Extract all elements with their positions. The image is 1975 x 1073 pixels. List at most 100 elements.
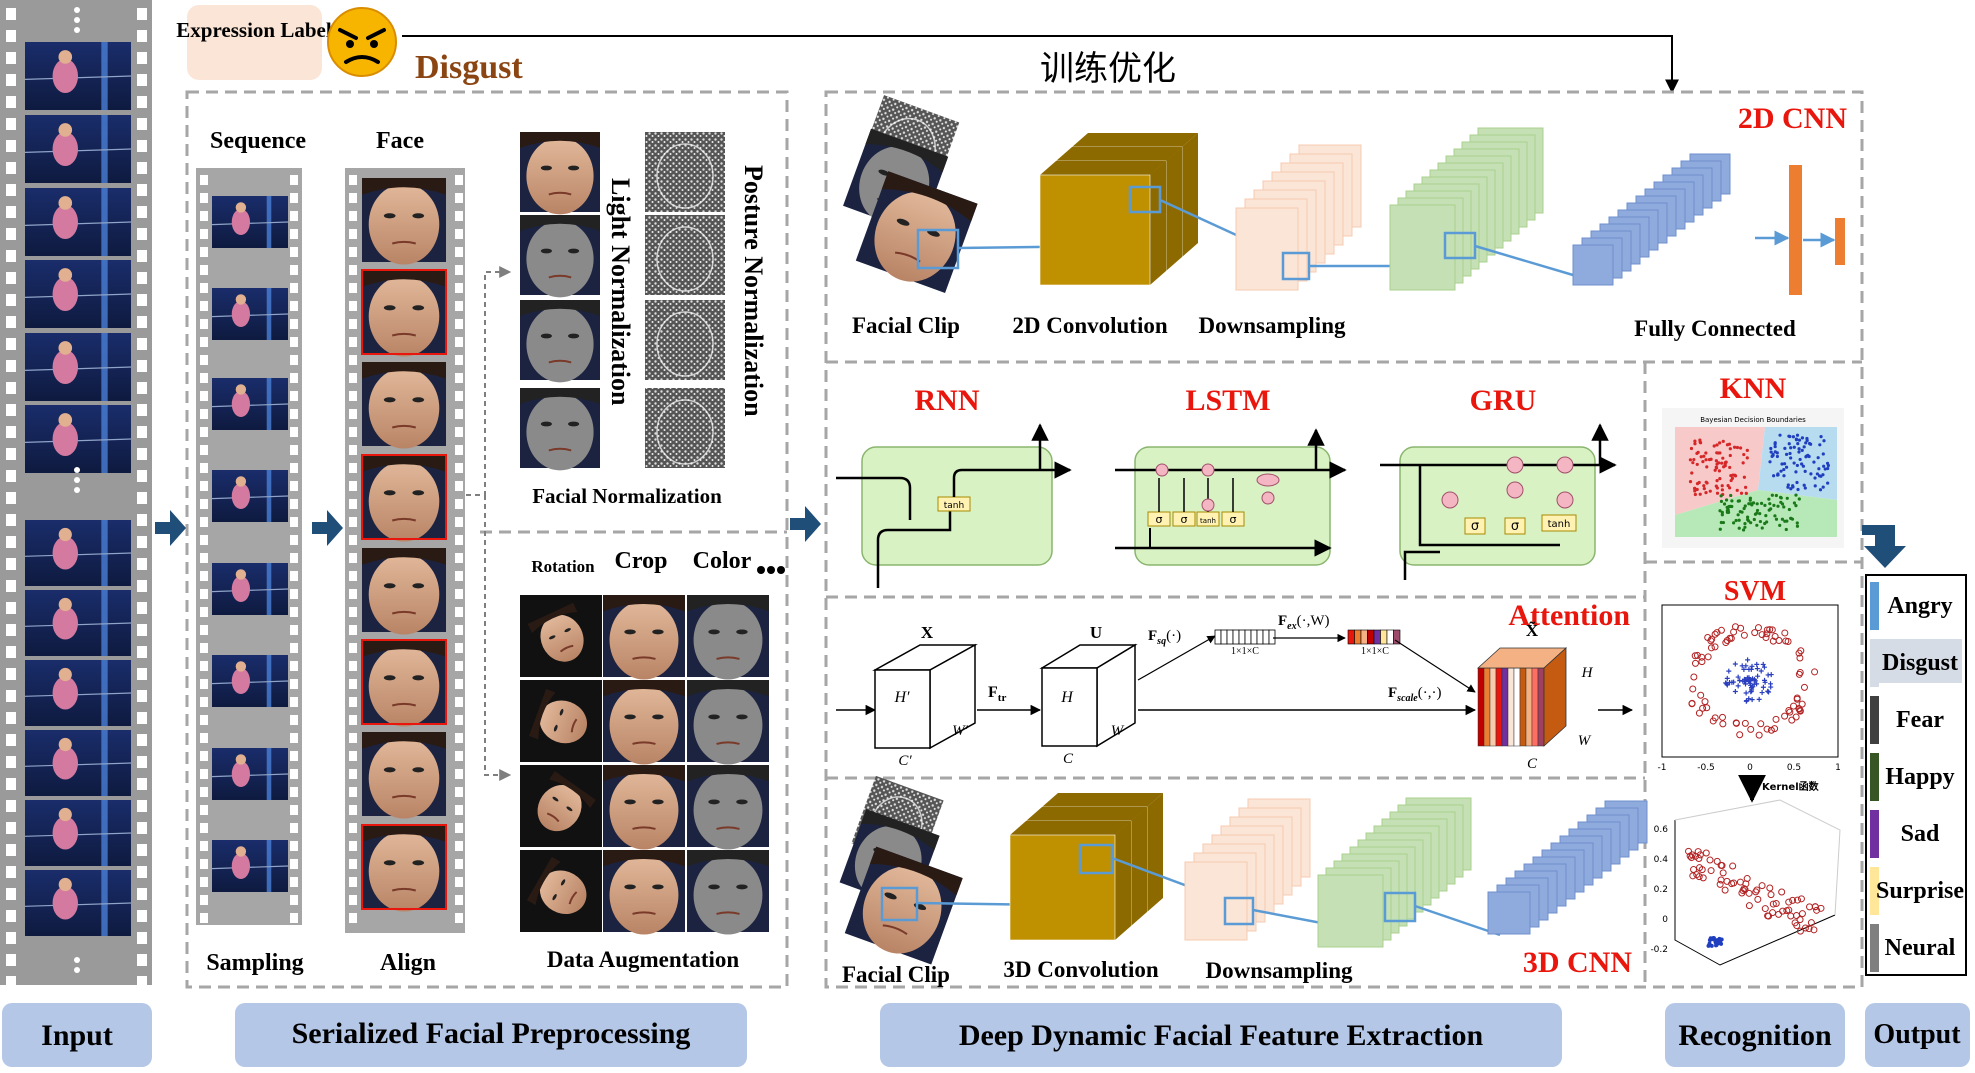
posture-normalization-label: Posture Normalization bbox=[739, 165, 768, 417]
svg-text:H: H bbox=[1581, 665, 1594, 681]
aligned-face-4 bbox=[361, 454, 447, 542]
rotated-face-2 bbox=[528, 688, 594, 754]
color-face-2 bbox=[687, 680, 769, 765]
cnn3d-down-label: Downsampling bbox=[1206, 958, 1353, 983]
cnn3d-conv-label: 3D Convolution bbox=[1003, 957, 1158, 982]
svg-text:H′: H′ bbox=[893, 689, 910, 706]
fc-layer-1 bbox=[1789, 165, 1802, 295]
svg-text:σ: σ bbox=[1511, 519, 1519, 534]
rnn-cell: tanh bbox=[836, 423, 1072, 588]
feedback-arrow bbox=[402, 35, 1679, 94]
color-face-3 bbox=[687, 765, 769, 850]
svg-text:H: H bbox=[1060, 689, 1074, 706]
posture-norm-face-3 bbox=[645, 300, 725, 380]
output-label: Disgust bbox=[1882, 650, 1958, 676]
section-extraction bbox=[880, 1003, 1562, 1067]
cnn2d-facial-clip-label: Facial Clip bbox=[852, 313, 960, 338]
cube-x bbox=[872, 643, 978, 750]
section-recognition-label: Recognition bbox=[1678, 1019, 1832, 1052]
data-augmentation-label: Data Augmentation bbox=[547, 947, 740, 972]
output-item-sad: Sad bbox=[1870, 810, 1940, 858]
crop-face-2 bbox=[603, 680, 685, 765]
angry-emoji-icon bbox=[327, 7, 397, 77]
aligned-face-5 bbox=[362, 548, 446, 635]
crop-face-4 bbox=[603, 850, 685, 935]
section-output bbox=[1865, 1003, 1970, 1067]
flow-arrows bbox=[155, 506, 821, 546]
kernel-tick-4: 0 bbox=[1662, 915, 1668, 925]
svg-text:C: C bbox=[1063, 751, 1074, 767]
disgust-label: Disgust bbox=[415, 49, 523, 86]
output-arrow bbox=[1862, 525, 1906, 568]
cnn3d-feature-stack bbox=[1317, 797, 1501, 948]
output-label: Neural bbox=[1885, 935, 1956, 961]
sequence-frame-5 bbox=[211, 563, 289, 615]
output-item-neural: Neural bbox=[1870, 924, 1956, 972]
gru-cell: σ σ tanh bbox=[1380, 423, 1617, 580]
svg-text:W′: W′ bbox=[952, 723, 968, 739]
svg-text:Ftr: Ftr bbox=[988, 684, 1006, 704]
sequence-frame-6 bbox=[211, 655, 289, 707]
svg-text:W: W bbox=[1578, 733, 1592, 749]
face-film-strip bbox=[345, 168, 465, 933]
output-item-fear: Fear bbox=[1870, 696, 1944, 744]
rnn-title: RNN bbox=[915, 384, 980, 417]
lstm-gate-1: σ bbox=[1156, 513, 1163, 526]
section-input-label: Input bbox=[41, 1019, 113, 1052]
preprocessing-box bbox=[185, 90, 789, 989]
light-norm-face-2 bbox=[520, 215, 600, 298]
input-frame-10 bbox=[24, 730, 132, 796]
input-frame-3 bbox=[24, 188, 132, 256]
lstm-gate-3: tanh bbox=[1200, 517, 1216, 525]
knn-title: KNN bbox=[1720, 372, 1787, 405]
cube-u bbox=[1039, 643, 1138, 748]
input-frame-12 bbox=[24, 870, 132, 936]
rotation-face-4 bbox=[520, 850, 602, 932]
normalization-faces bbox=[520, 132, 725, 471]
section-output-label: Output bbox=[1873, 1019, 1961, 1050]
light-norm-face-1 bbox=[520, 132, 600, 215]
color-label: Color bbox=[693, 548, 752, 574]
output-item-happy: Happy bbox=[1870, 753, 1955, 801]
crop-label: Crop bbox=[615, 548, 668, 574]
crop-face-1 bbox=[603, 595, 685, 680]
posture-norm-face-2 bbox=[645, 215, 725, 295]
posture-norm-face-1 bbox=[645, 132, 725, 212]
expression-label-box bbox=[187, 5, 322, 80]
lstm-gate-2: σ bbox=[1181, 513, 1188, 526]
crop-face-3 bbox=[603, 765, 685, 850]
svg-text:tanh: tanh bbox=[944, 501, 964, 511]
svg-text:Fsq(·): Fsq(·) bbox=[1148, 628, 1181, 647]
cnn2d-title: 2D CNN bbox=[1738, 102, 1847, 135]
lstm-title: LSTM bbox=[1185, 384, 1270, 417]
section-labels: Input Serialized Facial Preprocessing De… bbox=[2, 1003, 1970, 1067]
clip-frame-3 bbox=[855, 171, 978, 294]
section-recognition bbox=[1665, 1003, 1845, 1067]
attention-block: Attention X H′ W′ C′ Ftr U H W C Fsq(·) … bbox=[836, 599, 1634, 772]
cnn2d-downsample-stack bbox=[1235, 144, 1425, 291]
kernel-tick-3: 0.2 bbox=[1654, 885, 1668, 895]
gru-title: GRU bbox=[1470, 384, 1537, 417]
knn-plot-title: Bayesian Decision Boundaries bbox=[1700, 416, 1806, 424]
expression-label-group: Expression Label Disgust 训练优化 bbox=[176, 5, 1679, 94]
squeeze-vector bbox=[1214, 629, 1276, 645]
face-label: Face bbox=[376, 128, 424, 154]
sequence-frame-7 bbox=[211, 748, 289, 800]
rotation-face-1 bbox=[520, 595, 602, 677]
rotated-face-3 bbox=[526, 771, 596, 841]
label-x-tilde: X̃ bbox=[1526, 620, 1539, 640]
svm-points bbox=[1688, 623, 1819, 739]
cnn2d-down-label: Downsampling bbox=[1199, 313, 1346, 338]
section-preprocessing bbox=[235, 1003, 747, 1067]
output-label: Fear bbox=[1896, 707, 1944, 733]
kernel-axis-ticks: 0.60.40.20-0.2 bbox=[1650, 825, 1668, 955]
output-label: Happy bbox=[1885, 764, 1954, 790]
svm-tick-1: -1 bbox=[1658, 763, 1667, 773]
rotation-face-2 bbox=[520, 680, 602, 762]
svm-tick-5: 1 bbox=[1835, 763, 1841, 773]
output-item-angry: Angry bbox=[1870, 582, 1953, 630]
input-frame-2 bbox=[24, 115, 132, 183]
